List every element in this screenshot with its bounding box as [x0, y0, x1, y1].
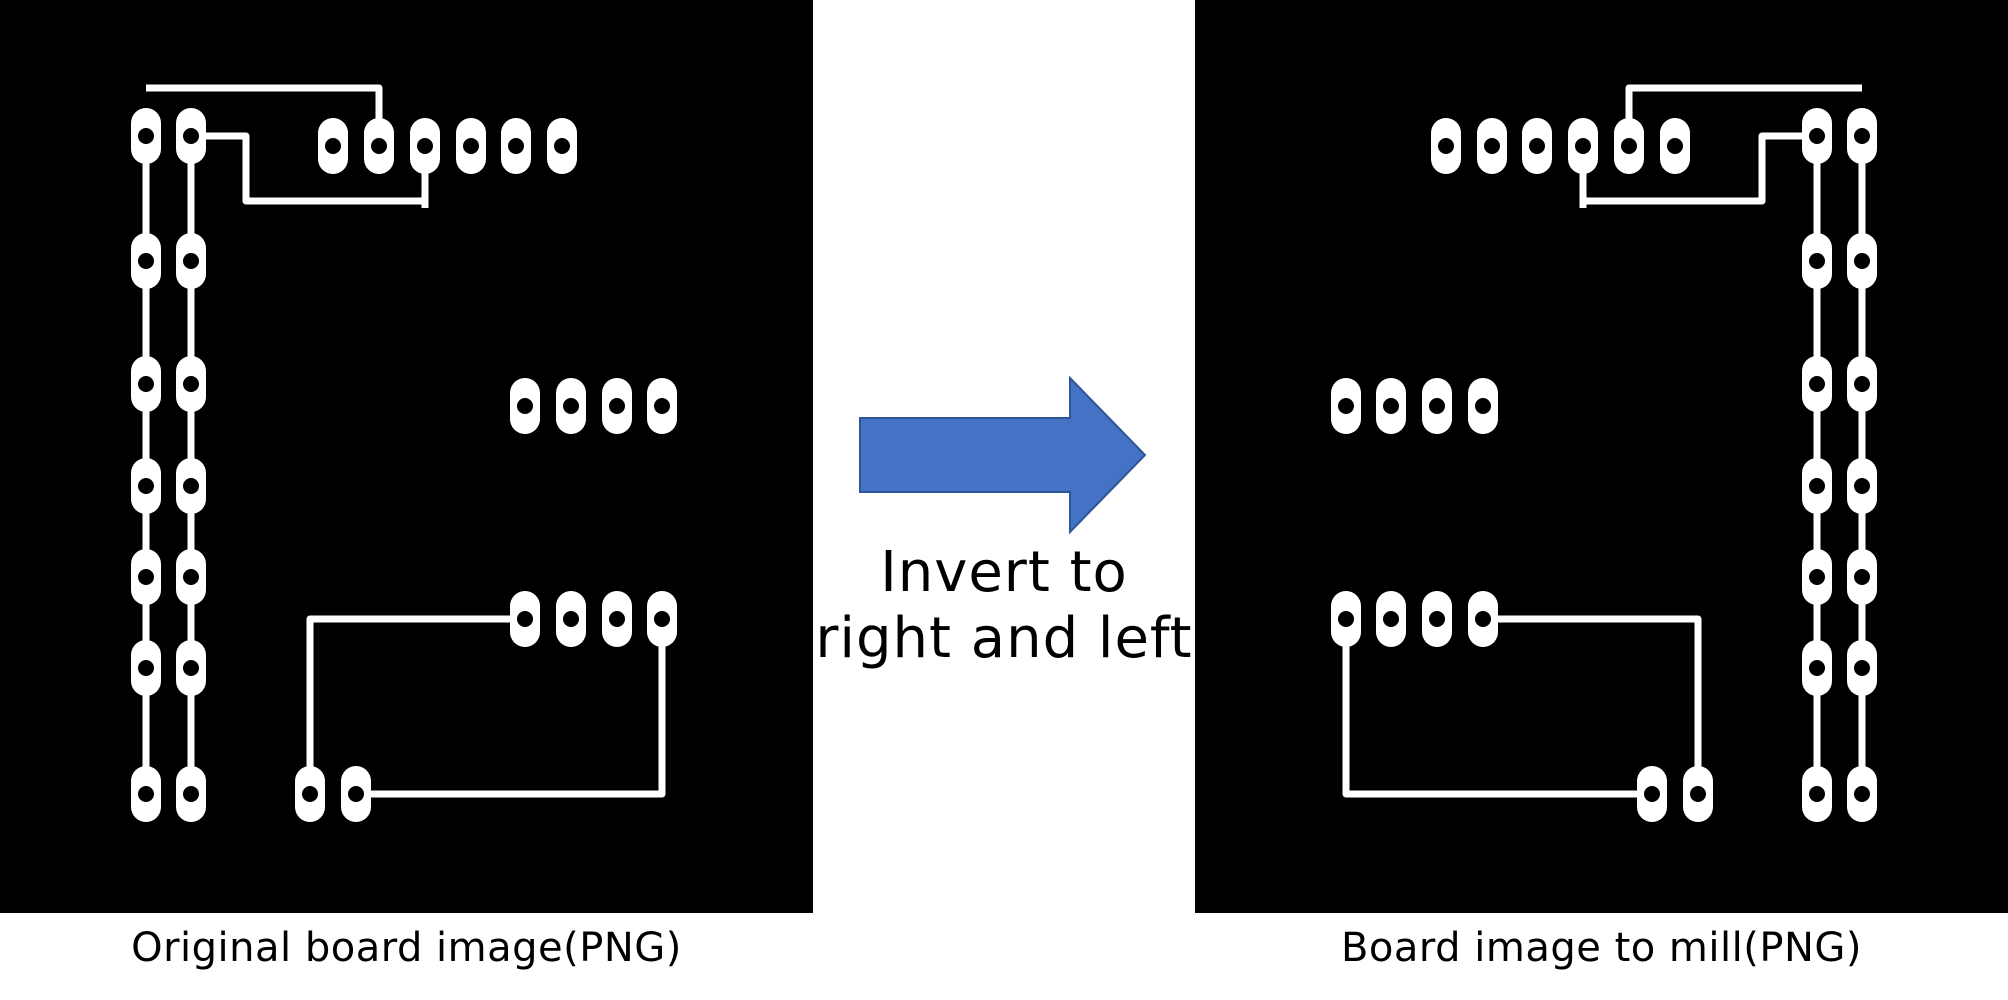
pad	[1431, 118, 1461, 174]
pad	[1802, 108, 1832, 164]
arrow-label: Invert to right and left	[813, 540, 1195, 672]
pad	[1847, 549, 1877, 605]
pad	[131, 108, 161, 164]
pad	[341, 766, 371, 822]
pad	[1331, 591, 1361, 647]
pad	[602, 378, 632, 434]
pad	[410, 118, 440, 174]
pad	[1376, 591, 1406, 647]
pad	[1468, 378, 1498, 434]
pad	[1847, 108, 1877, 164]
pad	[1802, 356, 1832, 412]
pad	[1331, 378, 1361, 434]
original-board-svg	[131, 84, 677, 822]
pad	[131, 549, 161, 605]
pad	[1568, 118, 1598, 174]
pad	[1802, 766, 1832, 822]
pad	[456, 118, 486, 174]
pad	[510, 591, 540, 647]
pad	[1522, 118, 1552, 174]
pad	[176, 356, 206, 412]
pad	[1802, 233, 1832, 289]
pad	[1802, 640, 1832, 696]
pad	[1847, 356, 1877, 412]
pad	[318, 118, 348, 174]
original-board-caption: Original board image(PNG)	[131, 925, 682, 971]
pad	[1847, 640, 1877, 696]
pad	[1477, 118, 1507, 174]
mirrored-board-svg	[1331, 84, 1877, 822]
pad	[176, 640, 206, 696]
pad	[131, 356, 161, 412]
pad	[176, 766, 206, 822]
pad	[1376, 378, 1406, 434]
pad	[1614, 118, 1644, 174]
pad	[602, 591, 632, 647]
pad	[647, 378, 677, 434]
pad	[556, 378, 586, 434]
pad	[510, 378, 540, 434]
mirrored-board-image	[1195, 0, 2008, 913]
right-arrow	[855, 375, 1155, 535]
pad	[1847, 458, 1877, 514]
pad	[1637, 766, 1667, 822]
pad	[176, 549, 206, 605]
pad	[1683, 766, 1713, 822]
right-arrow-icon	[859, 375, 1147, 535]
pad	[501, 118, 531, 174]
pad	[1422, 378, 1452, 434]
pad	[295, 766, 325, 822]
trace	[306, 615, 525, 794]
pad	[1422, 591, 1452, 647]
pad	[131, 233, 161, 289]
pad	[1660, 118, 1690, 174]
arrow-label-line-1: Invert to	[880, 540, 1128, 605]
pad	[131, 640, 161, 696]
mirrored-board-caption: Board image to mill(PNG)	[1340, 925, 1862, 971]
trace	[1342, 619, 1652, 798]
pad	[647, 591, 677, 647]
pad	[131, 766, 161, 822]
arrow-label-line-2: right and left	[815, 606, 1193, 671]
pad	[176, 233, 206, 289]
pad	[547, 118, 577, 174]
pad	[1468, 591, 1498, 647]
pad	[556, 591, 586, 647]
pad	[1802, 458, 1832, 514]
pad	[176, 108, 206, 164]
trace	[356, 619, 666, 798]
pad	[1847, 766, 1877, 822]
pad	[364, 118, 394, 174]
pad	[1802, 549, 1832, 605]
original-board-image	[0, 0, 813, 913]
trace	[1483, 615, 1702, 794]
pad	[1847, 233, 1877, 289]
pad	[176, 458, 206, 514]
pad	[131, 458, 161, 514]
